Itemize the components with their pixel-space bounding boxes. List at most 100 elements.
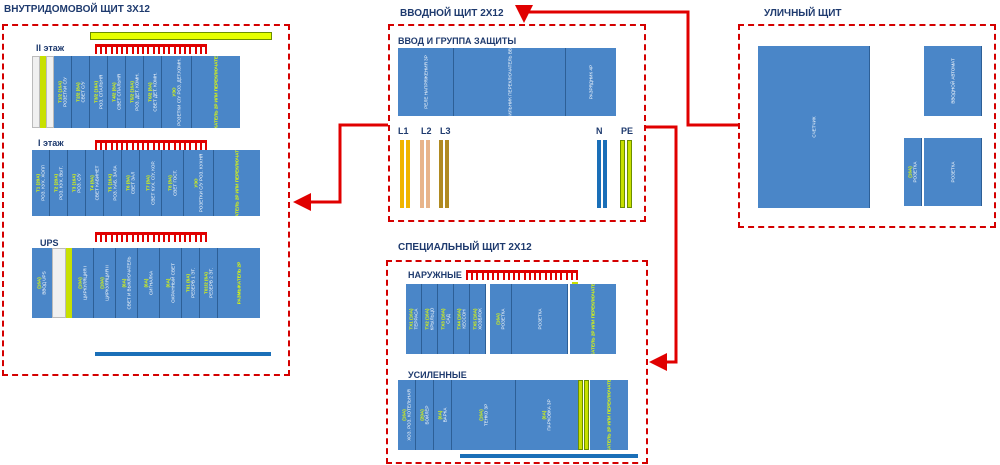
comb-busbar-ups: [95, 232, 207, 242]
comb-tooth: [100, 44, 103, 54]
ups-row: (16A)ВВОД UPS (10A)ЦИРКУЛЯЦИЯ I(10A)ЦИРК…: [32, 248, 260, 318]
comb-tooth: [95, 232, 97, 242]
comb-tooth: [205, 232, 207, 242]
blank-module: [46, 56, 54, 128]
comb-tooth: [131, 44, 134, 54]
comb-tooth: [534, 270, 537, 280]
comb-tooth: [147, 44, 150, 54]
comb-tooth: [142, 140, 145, 150]
comb-tooth: [115, 232, 118, 242]
comb-tooth: [110, 232, 113, 242]
breaker-module: РАЗМЫКАТЕЛЬ 2P ИЛИ ПЕРЕКЛЮЧАТЕЛЬ ФАЗ: [192, 56, 240, 128]
comb-tooth: [189, 44, 192, 54]
comb-tooth: [115, 140, 118, 150]
bus-l3: [445, 140, 449, 208]
comb-tooth: [168, 140, 171, 150]
breaker-module: (6A)ОХРАННЫЙ СВЕТ: [160, 248, 182, 318]
comb-tooth: [105, 44, 108, 54]
breaker-module: РАЗРЯДНИК 4P: [566, 48, 616, 116]
bus-l2: [426, 140, 430, 208]
comb-tooth: [152, 232, 155, 242]
comb-tooth: [110, 44, 113, 54]
breaker-module: РАЗМЫКАТЕЛЬ 2P ИЛИ ПЕРЕКЛЮЧАТЕЛЬ ФАЗ: [570, 284, 616, 354]
comb-tooth: [184, 44, 187, 54]
bus-l1: [400, 140, 404, 208]
comb-tooth: [121, 44, 124, 54]
pe-module: [66, 248, 72, 318]
comb-tooth: [576, 270, 578, 280]
comb-tooth: [157, 140, 160, 150]
breaker-module: (6A)ПАРКОВКА 3P: [516, 380, 578, 450]
special-panel: [386, 260, 648, 464]
breaker-module: T4 (8A)СВЕТ КАБИНЕТ: [86, 150, 104, 216]
comb-tooth: [178, 44, 181, 54]
comb-bar: [466, 270, 578, 273]
comb-tooth: [100, 140, 103, 150]
n-label: N: [596, 126, 603, 136]
neutral-bus-special: [460, 454, 638, 458]
breaker-module: (6A)ВАРКА: [434, 380, 452, 450]
strong-modules: (16A)ХОЗ. РОЗ. КОТЕЛЬНАЯ(20A)БОЙЛЕР(6A)В…: [398, 380, 578, 450]
comb-busbar-floor2: [95, 44, 207, 54]
breaker-module: T1/2 (16A)РОЗЕТКИ С/У: [54, 56, 72, 128]
breaker-module: (16A)ХОЗ. РОЗ. КОТЕЛЬНАЯ: [398, 380, 416, 450]
l2-label: L2: [421, 126, 432, 136]
comb-tooth: [476, 270, 479, 280]
breaker-module: (6A)СВЕТ И ВЫКЛЮЧАТЕЛЬ: [116, 248, 138, 318]
feed-street-to-input: [515, 5, 738, 127]
comb-tooth: [126, 232, 129, 242]
breaker-module: (16A)РОЗЕТКА: [490, 284, 512, 354]
street-panel: [738, 24, 996, 228]
top-bus-bar: [90, 32, 272, 40]
comb-tooth: [199, 140, 202, 150]
comb-tooth: [105, 232, 108, 242]
comb-tooth: [121, 232, 124, 242]
strong-switch: РАЗМЫКАТЕЛЬ 2P ИЛИ ПЕРЕКЛЮЧАТЕЛЬ ФАЗ: [590, 380, 628, 450]
special-panel-title: СПЕЦИАЛЬНЫЙ ЩИТ 2Х12: [398, 242, 532, 253]
comb-tooth: [126, 44, 129, 54]
pe-label: PE: [621, 126, 634, 136]
comb-tooth: [136, 140, 139, 150]
breaker-module: T6 (8A)СВЕТ ЗАЛ: [122, 150, 140, 216]
breaker-module: T01 (6A)РЕЗЕРВ 1 ЭТ.: [182, 248, 200, 318]
comb-tooth: [194, 232, 197, 242]
comb-tooth: [163, 140, 166, 150]
outer-label: НАРУЖНЫЕ: [408, 270, 462, 280]
breaker-module: TX3 (16A)САД: [438, 284, 454, 354]
comb-tooth: [178, 140, 181, 150]
bus-pe: [620, 140, 625, 208]
breaker-module: T4/2 (8A)СВЕТ СПАЛЬНЯ: [108, 56, 126, 128]
comb-busbar-outer: [466, 270, 578, 280]
comb-tooth: [184, 140, 187, 150]
internal-panel-title: ВНУТРИДОМОВОЙ ЩИТ 3Х12: [4, 4, 150, 15]
breaker-module: T6/2 (8A)СВЕТ ДЕТ. КОМН.: [144, 56, 162, 128]
comb-tooth: [555, 270, 558, 280]
street-panel-title: УЛИЧНЫЙ ЩИТ: [764, 8, 842, 19]
comb-tooth: [126, 140, 129, 150]
bus-n: [603, 140, 607, 208]
breaker-module: T5 (16A)РОЗ. КАБ. ЗАЛА: [104, 150, 122, 216]
breaker-module: TX2 (16A)КРЫЛЬЦО: [422, 284, 438, 354]
comb-tooth: [168, 44, 171, 54]
strong-label: УСИЛЕННЫЕ: [408, 370, 467, 380]
pe-module: [584, 380, 589, 450]
comb-tooth: [95, 44, 97, 54]
breaker-module: ГЛАВНЫЙ РУБИЛЬНИК ПЕРЕКЛЮЧАТЕЛЬ ВВОДА-РЕ…: [454, 48, 566, 116]
comb-tooth: [157, 44, 160, 54]
comb-tooth: [205, 140, 207, 150]
l1-label: L1: [398, 126, 409, 136]
ups-modules: (10A)ЦИРКУЛЯЦИЯ I(10A)ЦИРКУЛЯЦИЯ II(6A)С…: [72, 248, 260, 318]
socket-breaker-module: (16A)РОЗЕТКА: [904, 138, 922, 206]
comb-tooth: [152, 44, 155, 54]
breaker-module: РАЗМЫКАТЕЛЬ 2P: [218, 248, 260, 318]
internal-panel: [2, 24, 290, 376]
breaker-module: T2 (20A)РОЗ. КУХ. ВЫТ.: [50, 150, 68, 216]
comb-tooth: [163, 232, 166, 242]
blank-module: [32, 56, 40, 128]
feed-input-to-special: [646, 125, 678, 371]
